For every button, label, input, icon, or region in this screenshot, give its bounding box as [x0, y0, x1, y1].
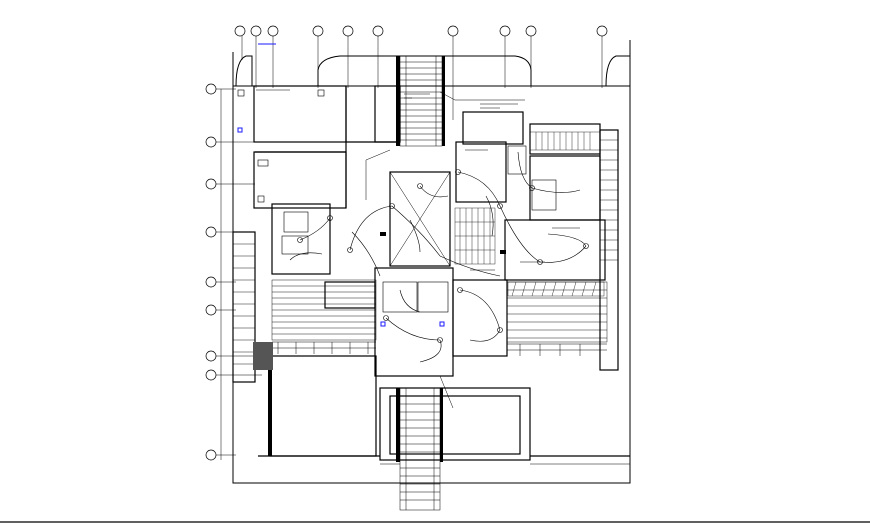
- electrical-fixtures: [237, 89, 589, 343]
- grid-bubble: [205, 369, 217, 381]
- grid-bubble: [205, 350, 217, 362]
- annotation-leaders: [256, 89, 580, 271]
- grid-bubble: [447, 25, 459, 37]
- grid-bubble: [205, 449, 217, 461]
- grid-bubble: [234, 25, 246, 37]
- hatched-corridor-right: [506, 281, 608, 343]
- grid-bubble: [205, 83, 217, 95]
- grid-lines-horizontal: [216, 88, 262, 460]
- grid-bubble: [205, 304, 217, 316]
- hatched-strip-top: [529, 131, 601, 151]
- grid-bubble: [525, 25, 537, 37]
- solid-fills: [253, 56, 506, 462]
- hatched-zone-right-column: [600, 139, 618, 261]
- grid-bubbles-left: [205, 83, 217, 461]
- grid-bubble: [267, 25, 279, 37]
- grid-bubble: [596, 25, 608, 37]
- hatched-corridor-left: [271, 279, 377, 341]
- grid-bubble: [372, 25, 384, 37]
- grid-bubble: [499, 25, 511, 37]
- grid-bubble: [250, 25, 262, 37]
- grid-lines-vertical: [241, 36, 603, 120]
- grid-bubbles-top: [234, 25, 608, 37]
- grid-bubble: [312, 25, 324, 37]
- grid-bubble: [205, 276, 217, 288]
- stair-bottom: [399, 387, 441, 511]
- hatched-strip-inner: [454, 207, 496, 265]
- grid-bubble: [205, 226, 217, 238]
- grid-bubble: [342, 25, 354, 37]
- railing-lower: [272, 341, 607, 356]
- site-boundary: [232, 40, 631, 484]
- hatched-zone-left-column: [233, 243, 255, 365]
- walls: [232, 85, 619, 461]
- grid-bubble: [205, 136, 217, 148]
- electrical-fixtures-blue: [237, 127, 445, 327]
- stair-central: [399, 55, 443, 147]
- skylight-lines: [365, 91, 525, 409]
- hatched-strip-mid: [507, 281, 605, 297]
- grid-bubble: [205, 178, 217, 190]
- circuit-wiring: [289, 151, 587, 363]
